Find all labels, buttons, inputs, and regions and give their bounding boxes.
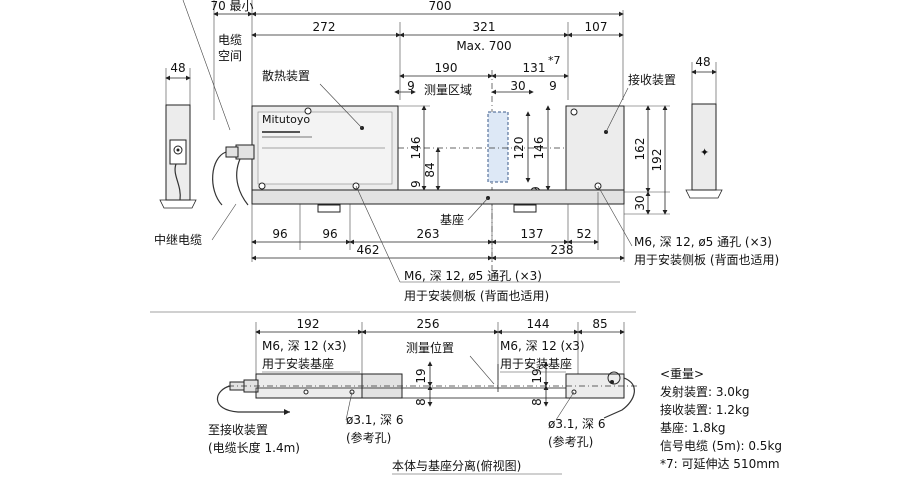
maker-logo: Mitutoyo — [262, 113, 310, 126]
dim-b-144: 144 — [527, 317, 550, 331]
dim-48-left: 48 — [170, 61, 185, 75]
weight-title: <重量> — [660, 367, 704, 381]
ref-hole-left-2: (参考孔) — [346, 430, 391, 445]
cable-space-label-1: 电缆 — [218, 33, 242, 47]
to-receiver-label-1: 至接收装置 — [208, 422, 268, 437]
cable-space-label-2: 空间 — [218, 49, 242, 63]
weight-emitter: 发射装置: 3.0kg — [660, 384, 750, 399]
dim-70-min: 70 最小 — [210, 0, 253, 13]
dim-max-700: Max. 700 — [456, 39, 511, 53]
to-receiver-label-2: (电缆长度 1.4m) — [208, 440, 300, 455]
dim-107: 107 — [585, 20, 608, 34]
m6-left-label-2: 用于安装基座 — [262, 356, 334, 371]
dim-9-mid: 9 — [549, 79, 557, 93]
dim-96-a: 96 — [272, 227, 287, 241]
receiver-label: 接收装置 — [628, 72, 676, 87]
dim-9-top: 9 — [407, 79, 415, 93]
dim-321: 321 — [473, 20, 496, 34]
top-hole-callouts: M6, 深 12, ø5 通孔 (×3) 用于安装侧板 (背面也适用) M6, … — [355, 185, 779, 303]
top-bottom-dims: 96 96 263 137 52 462 238 — [251, 192, 625, 262]
weight-receiver: 接收装置: 1.2kg — [660, 402, 750, 417]
ref-hole-left-1: ø3.1, 深 6 — [346, 413, 404, 427]
ref-hole-right-1: ø3.1, 深 6 — [548, 417, 606, 431]
dim-263: 263 — [417, 227, 440, 241]
measurement-zone: 测量区域 146 84 9 120 146 9 — [398, 83, 568, 198]
dim-162: 162 — [633, 138, 647, 161]
hole-callout-mid-2: 用于安装侧板 (背面也适用) — [404, 288, 549, 303]
dim-146-left: 146 — [409, 137, 423, 160]
dim-190: 190 — [435, 61, 458, 75]
dim-b-8-b: 8 — [530, 398, 544, 406]
measure-area-label: 测量区域 — [424, 83, 472, 97]
dim-b-256: 256 — [417, 317, 440, 331]
m6-left-label-1: M6, 深 12 (x3) — [262, 339, 347, 353]
weight-base: 基座: 1.8kg — [660, 420, 726, 435]
dim-272: 272 — [313, 20, 336, 34]
relay-cable-label: 中继电缆 — [154, 232, 202, 247]
measure-position-label: 测量位置 — [406, 340, 454, 355]
dim-120: 120 — [512, 137, 526, 160]
dim-96-b: 96 — [322, 227, 337, 241]
top-dimension-lines — [182, 0, 624, 270]
dim-137: 137 — [521, 227, 544, 241]
weight-cable: 信号电缆 (5m): 0.5kg — [660, 439, 782, 453]
dim-star-7: *7 — [548, 54, 561, 67]
separated-view-caption: 本体与基座分离(俯视图) — [392, 458, 521, 473]
dim-462: 462 — [357, 243, 380, 257]
receiver-side-view: ✦ — [685, 62, 723, 199]
emitter-side-view — [159, 68, 197, 209]
base-label: 基座 — [440, 212, 464, 227]
dim-b-19-a: 19 — [414, 368, 428, 383]
dim-192: 192 — [650, 149, 664, 172]
dim-84: 84 — [423, 162, 437, 177]
dim-238: 238 — [551, 243, 574, 257]
dim-48-right: 48 — [695, 55, 710, 69]
dim-b-8-a: 8 — [414, 398, 428, 406]
dim-30-right: 30 — [633, 195, 647, 210]
hole-callout-mid-1: M6, 深 12, ø5 通孔 (×3) — [404, 269, 542, 283]
receiver-unit: 接收装置 162 192 30 — [565, 72, 676, 215]
ref-hole-right-2: (参考孔) — [548, 434, 593, 449]
dim-30: 30 — [510, 79, 525, 93]
dim-146-right: 146 — [532, 137, 546, 160]
dim-9-lower: 9 — [409, 180, 423, 188]
hole-callout-right-1: M6, 深 12, ø5 通孔 (×3) — [634, 235, 772, 249]
emitter-unit: Mitutoyo 散热装置 — [212, 68, 399, 206]
m6-right-label-2: 用于安装基座 — [500, 356, 572, 371]
dim-b-85: 85 — [592, 317, 607, 331]
dim-700: 700 — [429, 0, 452, 13]
weight-note: *7: 可延伸达 510mm — [660, 457, 780, 471]
m6-right-label-1: M6, 深 12 (x3) — [500, 339, 585, 353]
bottom-plan-view: 192 256 144 85 19 8 19 8 — [216, 317, 640, 419]
weight-list: <重量> 发射装置: 3.0kg 接收装置: 1.2kg 基座: 1.8kg 信… — [660, 367, 782, 471]
top-dimension-texts: 70 最小 700 272 321 107 Max. 700 48 48 190… — [170, 0, 710, 93]
dim-52: 52 — [576, 227, 591, 241]
heat-device-label: 散热装置 — [262, 68, 310, 83]
dim-b-192: 192 — [297, 317, 320, 331]
bottom-labels: M6, 深 12 (x3) 用于安装基座 测量位置 M6, 深 12 (x3) … — [208, 339, 606, 475]
base-plate: 基座 — [251, 189, 625, 227]
hole-callout-right-2: 用于安装侧板 (背面也适用) — [634, 252, 779, 267]
receiver-side-mark-icon: ✦ — [700, 146, 709, 159]
dim-131: 131 — [523, 61, 546, 75]
